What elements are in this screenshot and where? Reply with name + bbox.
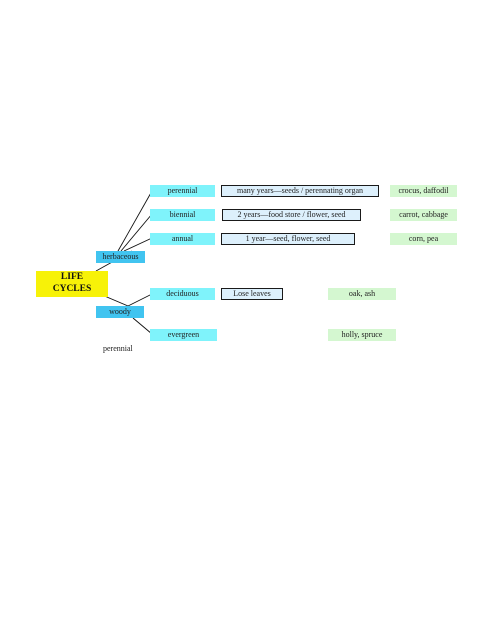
- connector-herbaceous-biennial: [120, 213, 153, 252]
- type-perennial: perennial: [150, 185, 215, 197]
- examples-perennial: crocus, daffodil: [390, 185, 457, 197]
- connector-woody-evergreen: [132, 317, 153, 335]
- description-deciduous: Lose leaves: [221, 288, 283, 300]
- woody-node: woody: [96, 306, 144, 318]
- examples-evergreen: holly, spruce: [328, 329, 396, 341]
- description-biennial: 2 years—food store / flower, seed: [222, 209, 361, 221]
- connector-woody-deciduous: [127, 293, 153, 307]
- examples-annual: corn, pea: [390, 233, 457, 245]
- description-perennial: many years—seeds / perennating organ: [221, 185, 379, 197]
- connector-herbaceous-annual: [123, 237, 153, 252]
- type-annual: annual: [150, 233, 215, 245]
- root-node: LIFE CYCLES: [36, 271, 108, 297]
- herbaceous-node: herbaceous: [96, 251, 145, 263]
- type-deciduous: deciduous: [150, 288, 215, 300]
- type-biennial: biennial: [150, 209, 215, 221]
- description-annual: 1 year—seed, flower, seed: [221, 233, 355, 245]
- woody-note: perennial: [103, 344, 133, 353]
- root-title-line1: LIFE: [60, 272, 84, 283]
- type-evergreen: evergreen: [150, 329, 217, 341]
- connector-herbaceous-perennial: [117, 190, 153, 252]
- examples-biennial: carrot, cabbage: [390, 209, 457, 221]
- root-title-line2: CYCLES: [52, 284, 92, 294]
- examples-deciduous: oak, ash: [328, 288, 396, 300]
